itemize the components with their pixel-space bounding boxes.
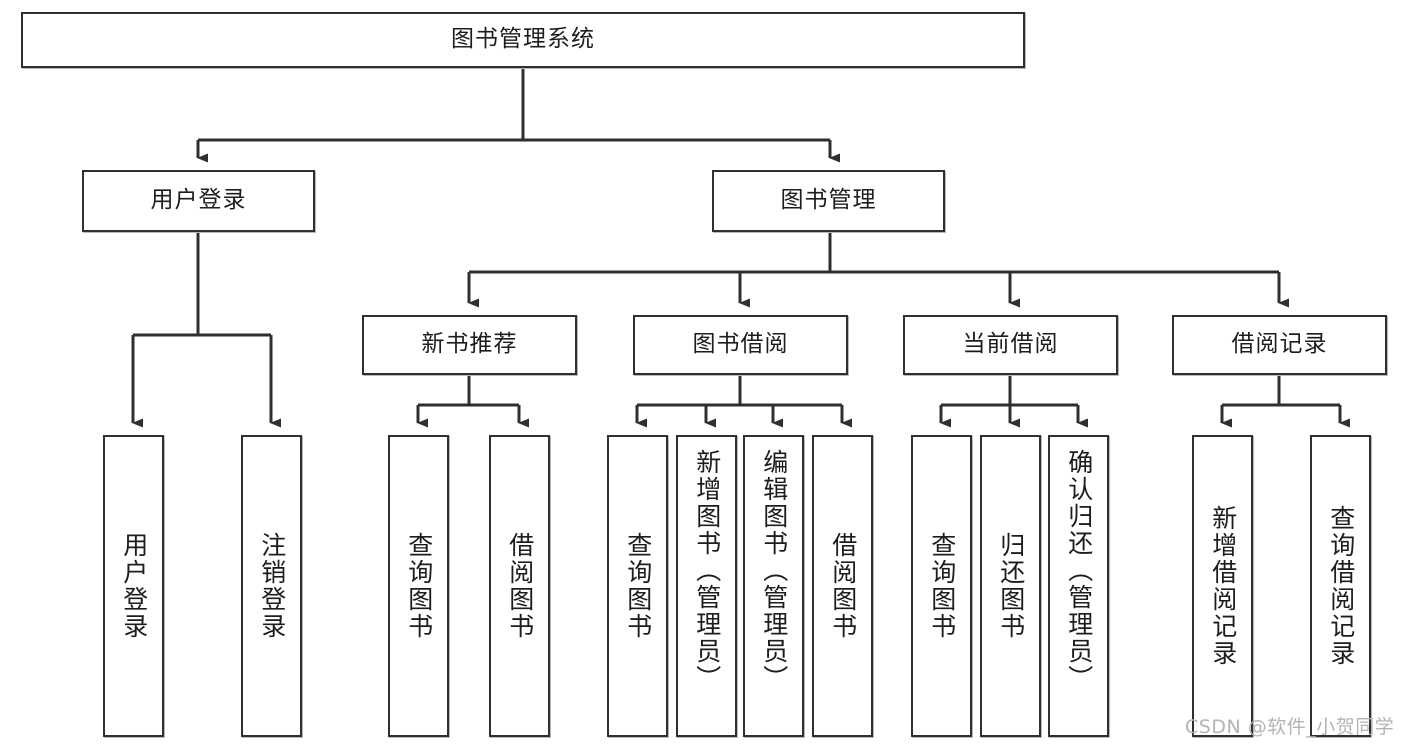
leaf-label: 归还图书 xyxy=(996,532,1026,640)
node-leaf-query-book-1[interactable]: 查询图书 xyxy=(388,435,449,737)
csdn-watermark: CSDN @软件_小贺同学 xyxy=(1185,716,1395,738)
leaf-label: 新增图书（管理员） xyxy=(692,449,722,692)
node-leaf-query-book-3[interactable]: 查询图书 xyxy=(911,435,972,737)
node-current-borrow[interactable]: 当前借阅 xyxy=(903,315,1118,375)
leaf-label: 借阅图书 xyxy=(828,532,858,640)
node-user-login[interactable]: 用户登录 xyxy=(82,170,315,232)
node-leaf-add-record[interactable]: 新增借阅记录 xyxy=(1192,435,1253,737)
leaf-label: 查询图书 xyxy=(623,532,653,640)
node-leaf-user-login[interactable]: 用户登录 xyxy=(103,435,164,737)
node-leaf-return-book[interactable]: 归还图书 xyxy=(980,435,1041,737)
leaf-label: 查询借阅记录 xyxy=(1326,505,1356,667)
leaf-label: 用户登录 xyxy=(119,532,149,640)
node-leaf-user-logout[interactable]: 注销登录 xyxy=(241,435,302,737)
node-borrow-record[interactable]: 借阅记录 xyxy=(1172,315,1387,375)
leaf-label: 确认归还（管理员） xyxy=(1064,449,1094,692)
node-leaf-query-record[interactable]: 查询借阅记录 xyxy=(1310,435,1371,737)
leaf-label: 查询图书 xyxy=(404,532,434,640)
leaf-label: 借阅图书 xyxy=(505,532,535,640)
node-leaf-confirm-return[interactable]: 确认归还（管理员） xyxy=(1048,435,1109,737)
leaf-label: 查询图书 xyxy=(927,532,957,640)
node-leaf-borrow-book-1[interactable]: 借阅图书 xyxy=(489,435,550,737)
node-leaf-edit-book[interactable]: 编辑图书（管理员） xyxy=(743,435,804,737)
leaf-label: 新增借阅记录 xyxy=(1208,505,1238,667)
node-leaf-query-book-2[interactable]: 查询图书 xyxy=(607,435,668,737)
node-root-system[interactable]: 图书管理系统 xyxy=(21,12,1025,68)
node-book-borrow[interactable]: 图书借阅 xyxy=(633,315,848,375)
leaf-label: 编辑图书（管理员） xyxy=(759,449,789,692)
leaf-label: 注销登录 xyxy=(257,532,287,640)
node-book-manage[interactable]: 图书管理 xyxy=(712,170,945,232)
node-leaf-borrow-book-2[interactable]: 借阅图书 xyxy=(812,435,873,737)
node-new-book-recommend[interactable]: 新书推荐 xyxy=(362,315,577,375)
node-leaf-add-book[interactable]: 新增图书（管理员） xyxy=(676,435,737,737)
